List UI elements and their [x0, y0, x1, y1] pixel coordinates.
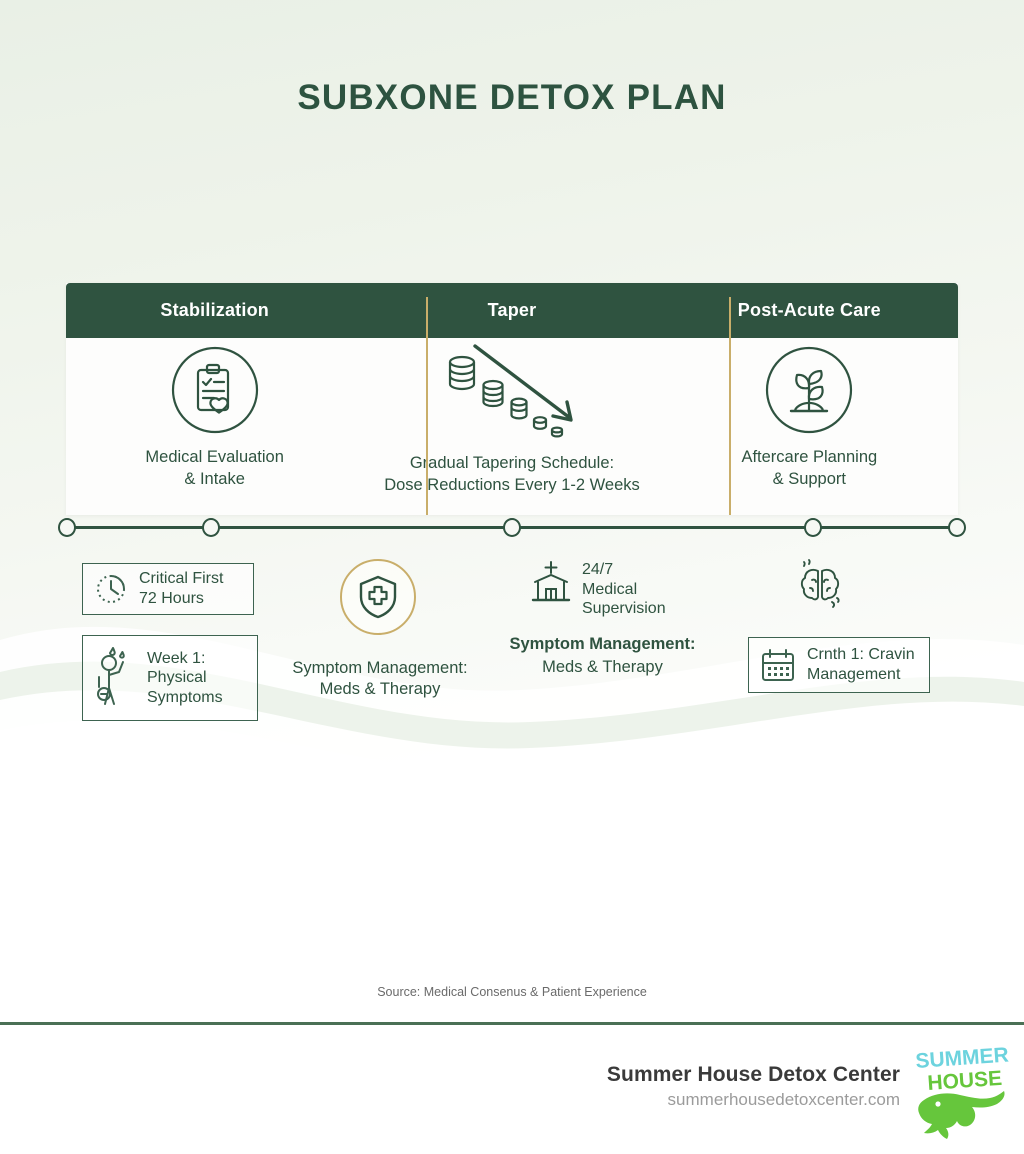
center-label-sub: Meds & Therapy	[542, 658, 663, 676]
shield-cross-icon	[359, 575, 397, 619]
timeline-node-5[interactable]	[948, 518, 966, 537]
column-divider-2	[729, 297, 731, 515]
phases-header-bar: Stabilization Taper Post-Acute Care	[66, 283, 958, 338]
footer-divider	[0, 1022, 1024, 1025]
timeline-node-4[interactable]	[804, 518, 822, 537]
center-label-bold: Symptom Management:	[509, 635, 696, 653]
phase-caption-taper: Gradual Tapering Schedule: Dose Reductio…	[384, 454, 640, 495]
callout-text-month-1-cravings-management: Crnth 1: Cravin Management	[807, 646, 915, 683]
phase-header-stabilization: Stabilization	[160, 300, 269, 320]
callout-critical-first-72-hours[interactable]: Critical First 72 Hours	[82, 563, 254, 615]
phase-cell-post-acute-care: Aftercare Planning & Support	[661, 338, 958, 515]
logo-gecko-icon	[918, 1091, 1005, 1139]
callout-text-week-1-physical-symptoms: Week 1: Physical Symptoms	[147, 649, 223, 706]
footer	[0, 1025, 1024, 1154]
footer-website-url[interactable]: summerhousedetoxcenter.com	[667, 1090, 900, 1109]
calendar-icon	[762, 649, 794, 681]
column-divider-1	[426, 297, 428, 515]
source-note: Source: Medical Consenus & Patient Exper…	[377, 985, 647, 999]
callout-text-critical-first-72-hours: Critical First 72 Hours	[139, 570, 224, 607]
timeline-node-1[interactable]	[58, 518, 76, 537]
phases-card: Stabilization Taper Post-Acute Care Medi…	[66, 283, 958, 515]
callout-week-1-physical-symptoms[interactable]: Week 1: Physical Symptoms	[82, 635, 258, 721]
badge-label-symptom-management: Symptom Management: Meds & Therapy	[292, 659, 468, 699]
page-title: SUBXONE DETOX PLAN	[297, 78, 727, 117]
clock-icon	[97, 575, 125, 603]
brain-icon	[800, 559, 840, 608]
phase-cell-taper: Gradual Tapering Schedule: Dose Reductio…	[363, 338, 660, 515]
footer-brand-name: Summer House Detox Center	[606, 1063, 900, 1086]
phase-cell-stabilization: Medical Evaluation & Intake	[66, 338, 363, 515]
hospital-building-icon	[531, 561, 571, 602]
item-brain-cravings	[792, 558, 848, 614]
sprout-plant-icon	[766, 346, 853, 434]
phase-caption-stabilization: Medical Evaluation & Intake	[145, 448, 284, 489]
descending-pills-arrow-icon	[448, 344, 573, 438]
phase-caption-post-acute-care: Aftercare Planning & Support	[741, 448, 878, 489]
badge-symptom-management[interactable]	[340, 559, 416, 635]
item-text-medical-supervision: 24/7 Medical Supervision	[582, 561, 666, 618]
logo-text-house: HOUSE	[927, 1067, 1003, 1095]
timeline-node-3[interactable]	[503, 518, 521, 537]
summer-house-logo: SUMMER HOUSE	[915, 1044, 1009, 1139]
callout-month-1-cravings-management[interactable]: Crnth 1: Cravin Management	[748, 637, 930, 693]
item-medical-supervision: 24/7 Medical Supervision	[530, 560, 666, 619]
sweating-person-icon	[97, 647, 125, 705]
phases-body: Medical Evaluation & Intake	[66, 338, 958, 515]
clipboard-heart-icon	[171, 346, 258, 434]
phase-header-post-acute-care: Post-Acute Care	[737, 300, 881, 320]
phase-header-taper: Taper	[487, 300, 537, 320]
timeline-node-2[interactable]	[202, 518, 220, 537]
